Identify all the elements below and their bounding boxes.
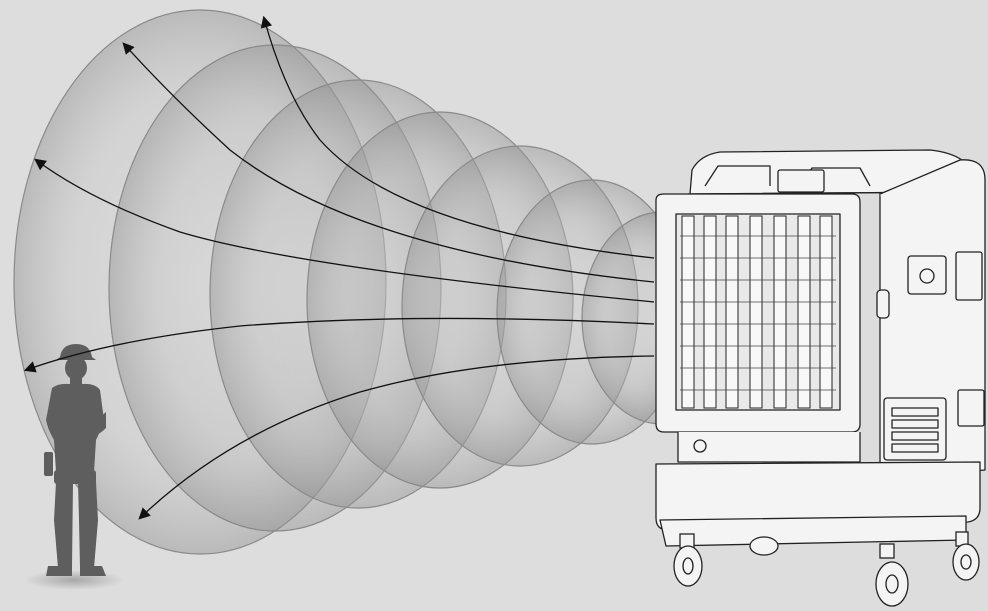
caster-wheel-icon xyxy=(749,536,779,556)
caster-wheel-icon xyxy=(673,533,703,587)
airflow-rings xyxy=(13,9,743,555)
airflow-arrow-icon xyxy=(122,42,655,283)
person-silhouette-icon xyxy=(44,344,106,576)
person-shadow xyxy=(24,570,124,590)
airflow-arrow-icon xyxy=(260,15,655,259)
airflow-arrow-icon xyxy=(23,317,655,373)
airflow-arrows xyxy=(23,15,655,520)
louver-blades xyxy=(681,215,833,409)
louver-slats xyxy=(680,235,836,391)
airflow-arrow-icon xyxy=(34,158,655,303)
caster-wheel-icon xyxy=(875,543,909,607)
caster-wheel-icon xyxy=(952,531,980,581)
caster-wheels xyxy=(673,531,980,607)
airflow-arrow-icon xyxy=(138,355,655,520)
